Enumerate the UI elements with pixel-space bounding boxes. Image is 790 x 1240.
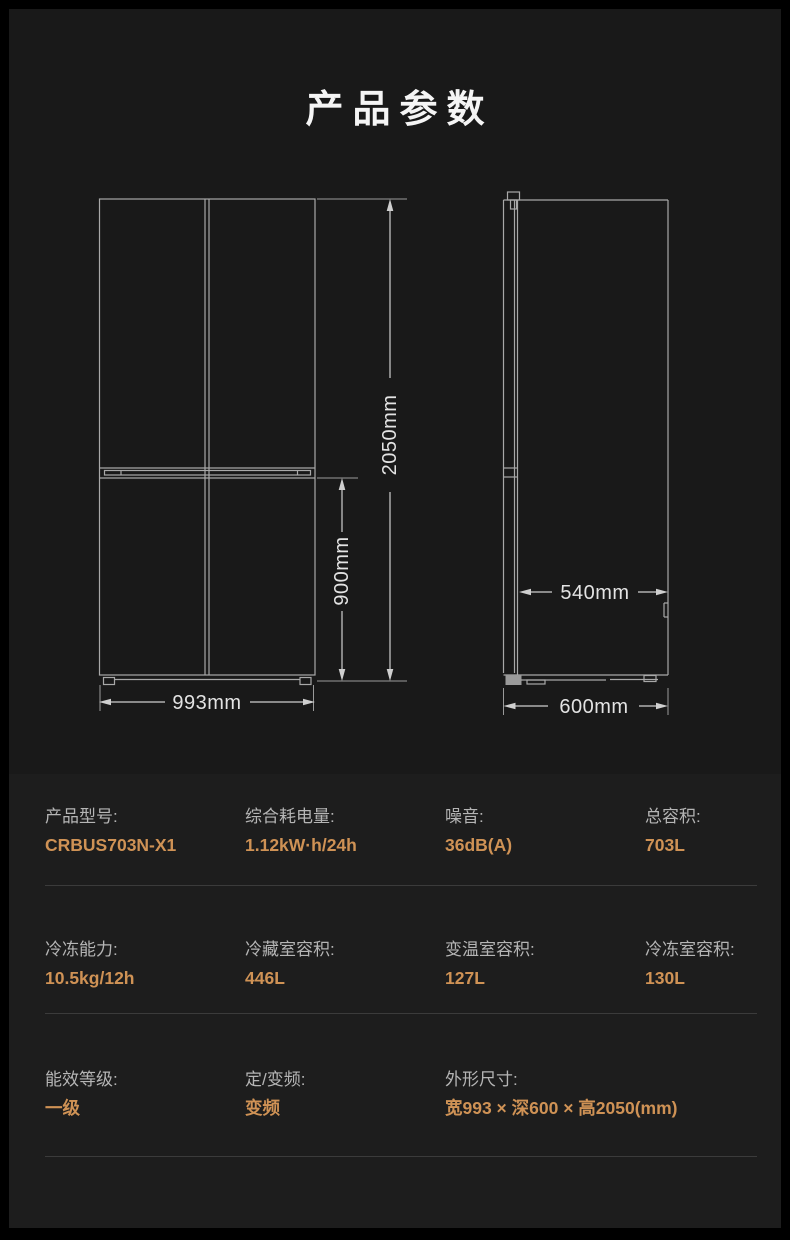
spec-label: 总容积: xyxy=(645,807,701,826)
spec-label: 冷冻能力: xyxy=(45,940,118,959)
row-divider xyxy=(45,885,757,886)
side-body-depth-dimension-label: 540mm xyxy=(560,582,629,604)
spec-value: 一级 xyxy=(45,1098,80,1118)
front-width-dimension-label: 993mm xyxy=(172,692,241,714)
front-lower-height-dimension: 900mm xyxy=(317,477,407,682)
spec-label: 能效等级: xyxy=(45,1070,118,1089)
spec-label: 冷冻室容积: xyxy=(645,940,735,959)
front-total-height-dimension: 2050mm xyxy=(317,198,407,681)
spec-power-consumption: 综合耗电量: 1.12kW·h/24h xyxy=(245,806,435,856)
spec-value: 10.5kg/12h xyxy=(45,968,135,988)
dimension-diagram: 993mm 900mm 2050mm xyxy=(98,191,669,718)
spec-fridge-capacity: 冷藏室容积: 446L xyxy=(245,939,435,989)
spec-section-background xyxy=(9,774,781,1228)
spec-value: 变频 xyxy=(245,1098,280,1118)
spec-label: 外形尺寸: xyxy=(445,1070,518,1089)
fridge-side-view-drawing xyxy=(502,191,669,685)
spec-value: CRBUS703N-X1 xyxy=(45,835,177,855)
spec-noise: 噪音: 36dB(A) xyxy=(445,806,635,856)
side-total-depth-dimension: 600mm xyxy=(503,688,669,718)
spec-freezing-capacity: 冷冻能力: 10.5kg/12h xyxy=(45,939,235,989)
spec-label: 综合耗电量: xyxy=(245,807,335,826)
front-total-height-dimension-label: 2050mm xyxy=(379,395,401,476)
spec-freezer-capacity: 冷冻室容积: 130L xyxy=(645,939,790,989)
spec-value: 127L xyxy=(445,968,485,988)
page-title: 产品参数 xyxy=(305,89,494,131)
spec-value: 宽993 × 深600 × 高2050(mm) xyxy=(445,1098,678,1118)
side-total-depth-dimension-label: 600mm xyxy=(559,696,628,718)
spec-variable-temp-capacity: 变温室容积: 127L xyxy=(445,939,635,989)
spec-value: 703L xyxy=(645,835,685,855)
row-divider xyxy=(45,1156,757,1157)
spec-total-capacity: 总容积: 703L xyxy=(645,806,790,856)
spec-label: 变温室容积: xyxy=(445,940,535,959)
spec-value: 36dB(A) xyxy=(445,835,513,855)
spec-label: 产品型号: xyxy=(45,807,118,826)
spec-product-model: 产品型号: CRBUS703N-X1 xyxy=(45,806,235,856)
spec-label: 冷藏室容积: xyxy=(245,940,335,959)
spec-label: 噪音: xyxy=(445,807,484,826)
spec-value: 446L xyxy=(245,968,285,988)
spec-frequency-type: 定/变频: 变频 xyxy=(245,1069,435,1119)
row-divider xyxy=(45,1013,757,1014)
spec-energy-rating: 能效等级: 一级 xyxy=(45,1069,235,1119)
spec-outer-dimensions: 外形尺寸: 宽993 × 深600 × 高2050(mm) xyxy=(445,1069,775,1119)
side-body-depth-dimension: 540mm xyxy=(519,582,668,604)
fridge-front-view-drawing xyxy=(98,198,316,686)
spec-value: 130L xyxy=(645,968,685,988)
spec-label: 定/变频: xyxy=(245,1070,306,1089)
front-lower-height-dimension-label: 900mm xyxy=(331,536,353,605)
front-width-dimension: 993mm xyxy=(99,685,315,714)
spec-value: 1.12kW·h/24h xyxy=(245,835,357,855)
